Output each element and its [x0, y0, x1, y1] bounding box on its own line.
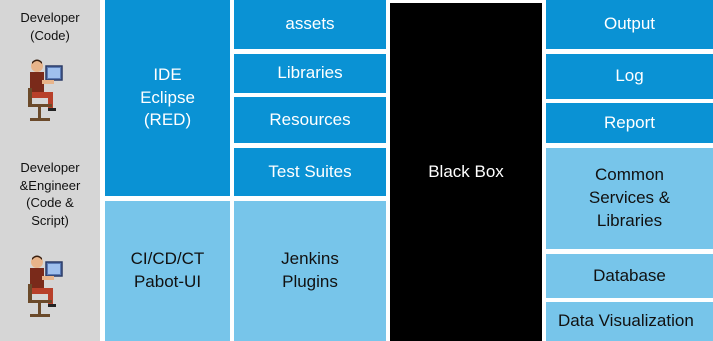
- log-box: Log: [546, 54, 713, 99]
- ci-pabot-box: CI/CD/CT Pabot-UI: [105, 201, 230, 341]
- data-visualization-box: Data Visualization: [546, 302, 713, 341]
- developer-person-icon: [28, 59, 63, 121]
- database-box: Database: [546, 254, 713, 298]
- output-box: Output: [546, 0, 713, 49]
- test-suites-box: Test Suites: [234, 148, 386, 196]
- resources-box: Resources: [234, 97, 386, 143]
- report-box: Report: [546, 103, 713, 143]
- jenkins-plugins-box: Jenkins Plugins: [234, 201, 386, 341]
- assets-box: assets: [234, 0, 386, 49]
- common-services-box: Common Services & Libraries: [546, 148, 713, 249]
- developer-role-label: Developer (Code): [20, 10, 80, 43]
- engineer-person-icon: [28, 255, 63, 317]
- developer-engineer-role-label: Developer &Engineer (Code & Script): [19, 160, 81, 228]
- ide-eclipse-box: IDE Eclipse (RED): [105, 0, 230, 196]
- libraries-box: Libraries: [234, 54, 386, 93]
- roles-panel: [0, 0, 100, 341]
- black-box: Black Box: [390, 3, 542, 341]
